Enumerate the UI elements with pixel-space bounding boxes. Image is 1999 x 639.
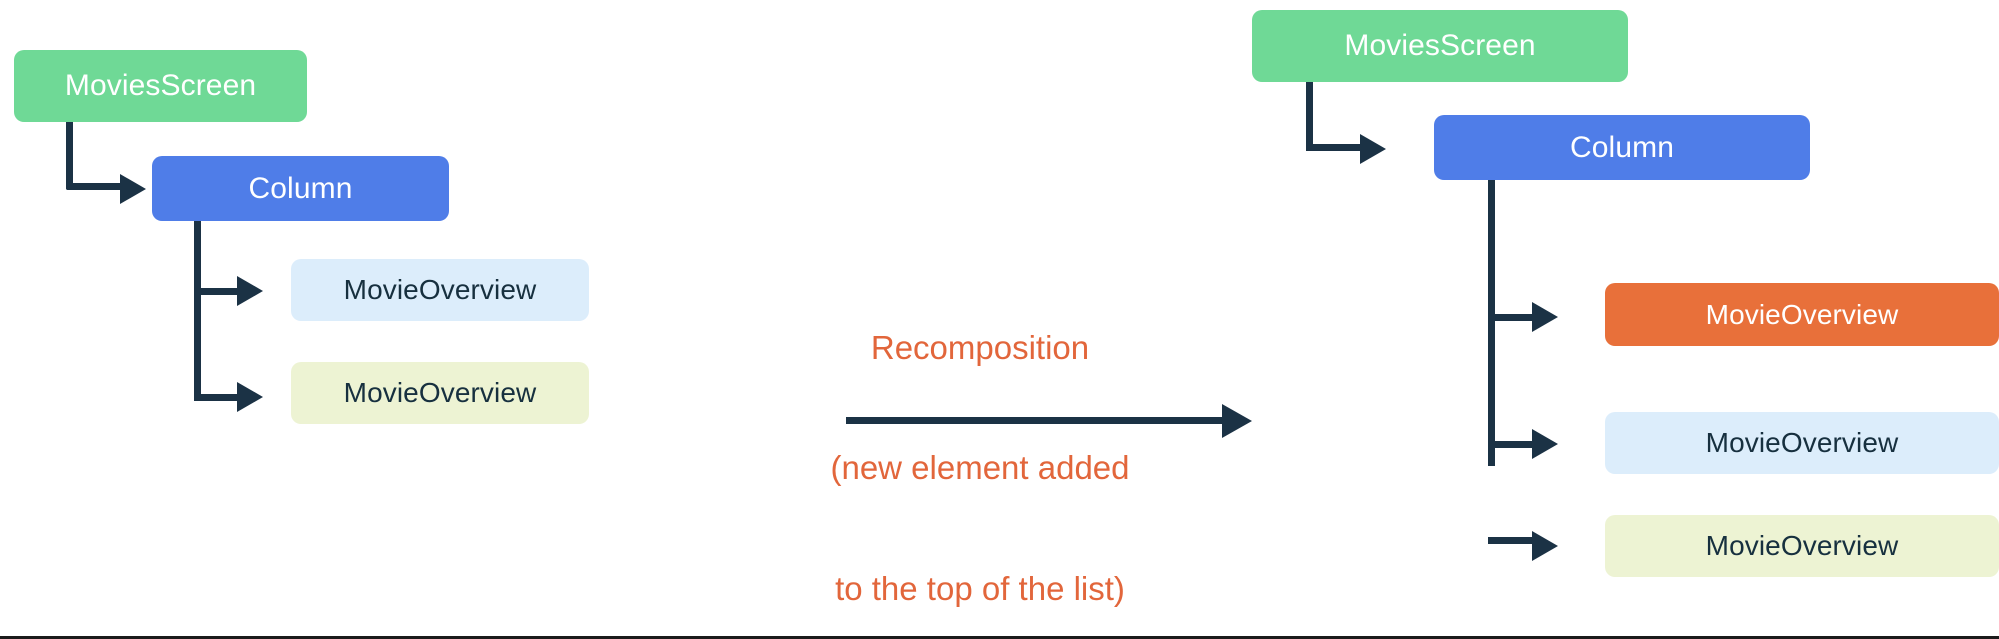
after-arrowhead-child-1: [1532, 302, 1558, 332]
after-arrowhead-root-to-column: [1360, 134, 1386, 164]
after-arrowhead-child-2: [1532, 429, 1558, 459]
transition-caption: Recomposition (new element added to the …: [660, 247, 1300, 639]
after-node-movieoverview-2[interactable]: MovieOverview: [1605, 412, 1999, 474]
before-connector-trunk: [194, 221, 201, 401]
before-movieoverview-1-label: MovieOverview: [343, 274, 537, 305]
before-node-column[interactable]: Column: [152, 156, 449, 221]
transition-arrow-head-icon: [1222, 404, 1252, 438]
bottom-divider: [0, 636, 1999, 639]
transition-arrow-shaft: [846, 417, 1226, 424]
after-connector-branch-3: [1488, 460, 1534, 544]
after-column-label: Column: [1570, 130, 1674, 164]
after-node-movieoverview-3[interactable]: MovieOverview: [1605, 515, 1999, 577]
after-arrowhead-child-3: [1532, 531, 1558, 561]
transition-caption-line-1: Recomposition: [870, 328, 1090, 366]
before-movieoverview-2-label: MovieOverview: [343, 377, 537, 408]
before-node-movieoverview-1[interactable]: MovieOverview: [291, 259, 589, 321]
after-movieoverview-3-label: MovieOverview: [1705, 530, 1899, 561]
after-movieoverview-2-label: MovieOverview: [1705, 427, 1899, 458]
after-node-column[interactable]: Column: [1434, 115, 1810, 180]
after-moviesscreen-label: MoviesScreen: [1344, 29, 1536, 62]
before-node-moviesscreen[interactable]: MoviesScreen: [14, 50, 307, 122]
before-column-label: Column: [248, 171, 353, 205]
before-moviesscreen-label: MoviesScreen: [64, 69, 257, 102]
before-connector-root-to-column: [66, 122, 122, 190]
after-connector-branch-1: [1488, 314, 1534, 321]
after-node-movieoverview-1[interactable]: MovieOverview: [1605, 283, 1999, 346]
before-node-movieoverview-2[interactable]: MovieOverview: [291, 362, 589, 424]
transition-caption-line-3: to the top of the list): [835, 570, 1125, 607]
before-arrowhead-root-to-column: [120, 174, 146, 204]
before-arrowhead-child-1: [237, 276, 263, 306]
transition-caption-line-2: (new element added: [830, 449, 1130, 487]
after-connector-branch-2: [1488, 441, 1534, 448]
before-connector-branch-2: [194, 394, 239, 401]
after-movieoverview-1-label: MovieOverview: [1705, 298, 1899, 330]
after-connector-trunk: [1488, 180, 1495, 466]
before-arrowhead-child-2: [237, 382, 263, 412]
before-connector-branch-1: [194, 288, 239, 295]
after-connector-root-to-column: [1306, 82, 1362, 151]
after-node-moviesscreen[interactable]: MoviesScreen: [1252, 10, 1628, 82]
